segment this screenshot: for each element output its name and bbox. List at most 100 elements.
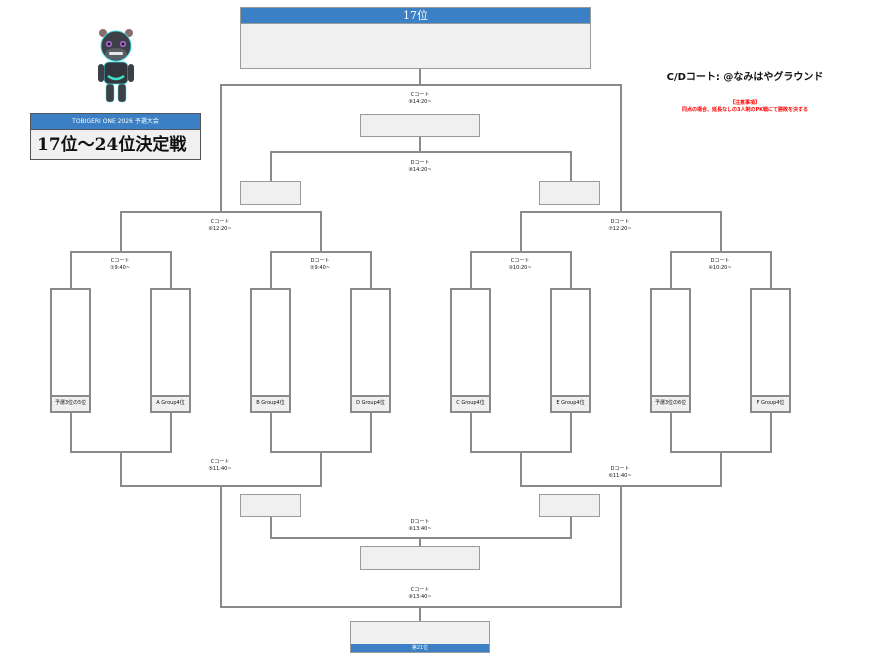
page-title: 17位〜24位決定戦 bbox=[37, 135, 187, 155]
winner-slot bbox=[539, 181, 600, 205]
match-label-qf-right: Dコート ⑦12:20~ bbox=[590, 219, 650, 233]
connector-line bbox=[270, 413, 272, 453]
connector-line bbox=[670, 413, 672, 453]
match-label-r1-4: Dコート ④10:20~ bbox=[690, 258, 750, 272]
match-time: ⑥12:20~ bbox=[208, 226, 232, 232]
connector-line bbox=[570, 517, 572, 539]
match-time: ⑧14:20~ bbox=[408, 99, 432, 105]
connector-line bbox=[419, 606, 421, 622]
connector-line bbox=[270, 251, 272, 289]
team-box: E Group4位 bbox=[550, 288, 591, 413]
match-label-final-upper: Cコート ⑧14:20~ bbox=[390, 92, 450, 106]
connector-line bbox=[270, 537, 572, 539]
connector-line bbox=[120, 211, 122, 253]
connector-line bbox=[670, 251, 772, 253]
connector-line bbox=[220, 84, 622, 86]
team-label: A Group4位 bbox=[152, 395, 189, 411]
match-label-r1-2: Dコート ②9:40~ bbox=[290, 258, 350, 272]
connector-line bbox=[570, 251, 572, 289]
connector-line bbox=[270, 151, 572, 153]
connector-line bbox=[770, 413, 772, 453]
court-name: Cコート bbox=[410, 587, 430, 593]
connector-line bbox=[520, 211, 722, 213]
connector-line bbox=[620, 84, 622, 213]
court-name: Cコート bbox=[210, 219, 230, 225]
court-name: Dコート bbox=[710, 258, 730, 264]
team-label: E Group4位 bbox=[552, 395, 589, 411]
connector-line bbox=[370, 413, 372, 453]
event-title-box: TOBIGERI ONE 2026 予選大会 17位〜24位決定戦 bbox=[30, 113, 201, 160]
connector-line bbox=[520, 451, 522, 487]
connector-line bbox=[270, 151, 272, 181]
connector-line bbox=[220, 606, 622, 608]
winner-slot bbox=[539, 494, 600, 517]
match-label-lower-right: Dコート ⑥11:40~ bbox=[590, 466, 650, 480]
team-label: F Group4位 bbox=[752, 395, 789, 411]
winner-slot bbox=[360, 546, 480, 570]
team-label: 予選3位の5位 bbox=[52, 395, 89, 411]
connector-line bbox=[70, 251, 172, 253]
connector-line bbox=[520, 211, 522, 253]
connector-line bbox=[320, 211, 322, 253]
team-label: B Group4位 bbox=[252, 395, 289, 411]
connector-line bbox=[670, 251, 672, 289]
connector-line bbox=[270, 517, 272, 539]
connector-line bbox=[70, 413, 72, 453]
court-name: Dコート bbox=[610, 219, 630, 225]
team-box: 予選3位の5位 bbox=[50, 288, 91, 413]
court-name: Dコート bbox=[310, 258, 330, 264]
result-box-17th: 17位 bbox=[240, 7, 591, 69]
court-name: Cコート bbox=[110, 258, 130, 264]
connector-line bbox=[120, 211, 322, 213]
match-time: ⑦12:20~ bbox=[608, 226, 632, 232]
team-box: B Group4位 bbox=[250, 288, 291, 413]
match-label-lower-semi: Dコート ⑧13:40~ bbox=[390, 519, 450, 533]
court-name: Cコート bbox=[510, 258, 530, 264]
event-title: TOBIGERI ONE 2026 予選大会 bbox=[31, 114, 200, 130]
connector-line bbox=[270, 251, 372, 253]
connector-line bbox=[470, 413, 472, 453]
connector-line bbox=[720, 211, 722, 253]
connector-line bbox=[419, 137, 421, 152]
match-time: ②9:40~ bbox=[310, 265, 330, 271]
connector-line bbox=[370, 251, 372, 289]
team-box: D Group4位 bbox=[350, 288, 391, 413]
connector-line bbox=[620, 485, 622, 607]
connector-line bbox=[570, 151, 572, 181]
match-time: ④10:20~ bbox=[708, 265, 732, 271]
mascot-image bbox=[92, 26, 140, 106]
connector-line bbox=[70, 251, 72, 289]
winner-slot bbox=[240, 181, 301, 205]
connector-line bbox=[170, 413, 172, 453]
winner-slot bbox=[240, 494, 301, 517]
team-box: 予選3位の6位 bbox=[650, 288, 691, 413]
team-box: A Group4位 bbox=[150, 288, 191, 413]
team-box: C Group4位 bbox=[450, 288, 491, 413]
match-time: ⑧13:40~ bbox=[408, 594, 432, 600]
connector-line bbox=[470, 251, 572, 253]
court-name: Dコート bbox=[410, 160, 430, 166]
match-label-r1-3: Cコート ③10:20~ bbox=[490, 258, 550, 272]
connector-line bbox=[220, 485, 222, 607]
match-time: ①9:40~ bbox=[110, 265, 130, 271]
result-label-17th: 17位 bbox=[241, 8, 590, 24]
match-time: ⑤11:40~ bbox=[208, 466, 232, 472]
connector-line bbox=[770, 251, 772, 289]
team-label: 予選3位の6位 bbox=[652, 395, 689, 411]
connector-line bbox=[220, 84, 222, 213]
match-time: ⑧13:40~ bbox=[408, 526, 432, 532]
hippo-robot-icon bbox=[98, 29, 134, 103]
match-time: ⑧14:20~ bbox=[408, 167, 432, 173]
notice-text: 同点の場合、延長なしの3人制のPK戦にて勝敗を決する bbox=[681, 107, 809, 113]
venue-label: C/Dコート: @なみはやグラウンド bbox=[666, 72, 824, 83]
connector-line bbox=[720, 451, 722, 487]
court-name: Cコート bbox=[210, 459, 230, 465]
notice-heading: 【注意事項】 bbox=[729, 100, 760, 106]
team-label: D Group4位 bbox=[352, 395, 389, 411]
connector-line bbox=[320, 451, 322, 487]
match-label-qf-left: Cコート ⑥12:20~ bbox=[190, 219, 250, 233]
match-label-r1-1: Cコート ①9:40~ bbox=[90, 258, 150, 272]
team-box: F Group4位 bbox=[750, 288, 791, 413]
team-label: C Group4位 bbox=[452, 395, 489, 411]
match-label-semi-upper: Dコート ⑧14:20~ bbox=[390, 160, 450, 174]
